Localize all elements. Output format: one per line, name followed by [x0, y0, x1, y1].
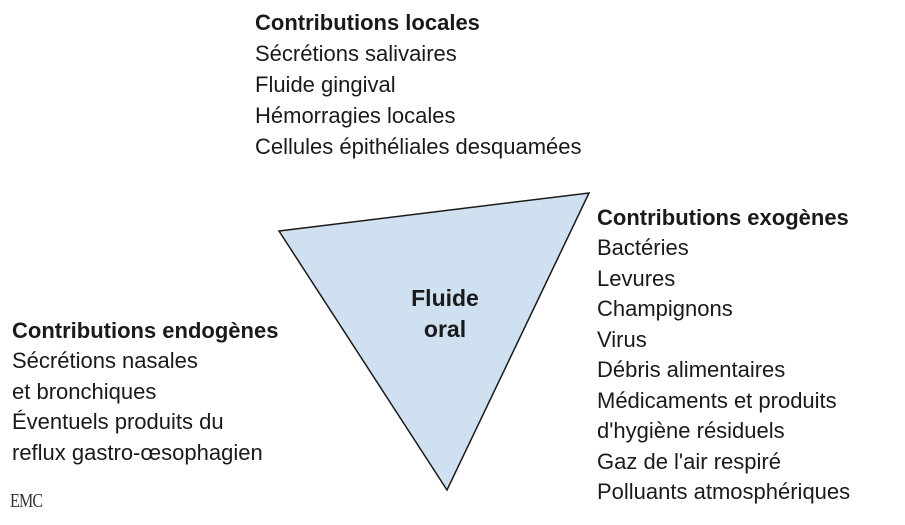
list-item: Polluants atmosphériques — [597, 479, 851, 504]
list-item: Débris alimentaires — [597, 357, 786, 382]
exogenous-contributions-list: Bactéries Levures Champignons Virus Débr… — [597, 233, 850, 508]
list-item: Sécrétions salivaires — [255, 41, 457, 66]
exogenous-contributions-title: Contributions exogènes — [597, 205, 849, 230]
center-label-line1: Fluide — [411, 285, 479, 311]
list-item: Champignons — [597, 296, 733, 321]
list-item: Bactéries — [597, 235, 689, 260]
endogenous-contributions: Contributions endogènes Sécrétions nasal… — [12, 316, 278, 468]
list-item: reflux gastro-œsophagien — [12, 439, 263, 465]
exogenous-contributions: Contributions exogènes Bactéries Levures… — [597, 203, 850, 508]
list-item: Levures — [597, 265, 676, 291]
list-item: Fluide gingival — [255, 72, 396, 97]
center-label: Fluide oral — [380, 283, 510, 345]
list-item: Cellules épithéliales desquamées — [255, 134, 582, 159]
center-label-line2: oral — [423, 316, 467, 342]
local-contributions: Contributions locales Sécrétions salivai… — [255, 8, 582, 162]
emc-logo: EMC — [10, 490, 43, 512]
list-item: Virus — [597, 326, 647, 352]
endogenous-contributions-list: Sécrétions nasales et bronchiques Éventu… — [12, 346, 278, 468]
local-contributions-list: Sécrétions salivaires Fluide gingival Hé… — [255, 38, 582, 162]
list-item: Éventuels produits du — [12, 409, 224, 434]
local-contributions-title: Contributions locales — [255, 10, 480, 35]
list-item: d'hygiène résiduels — [597, 418, 785, 443]
list-item: Médicaments et produits — [597, 387, 837, 413]
endogenous-contributions-title: Contributions endogènes — [12, 318, 279, 343]
list-item: Hémorragies locales — [255, 103, 456, 128]
list-item: et bronchiques — [12, 378, 157, 404]
list-item: Sécrétions nasales — [12, 348, 198, 373]
triangle-shape — [277, 192, 591, 492]
list-item: Gaz de l'air respiré — [597, 448, 781, 474]
